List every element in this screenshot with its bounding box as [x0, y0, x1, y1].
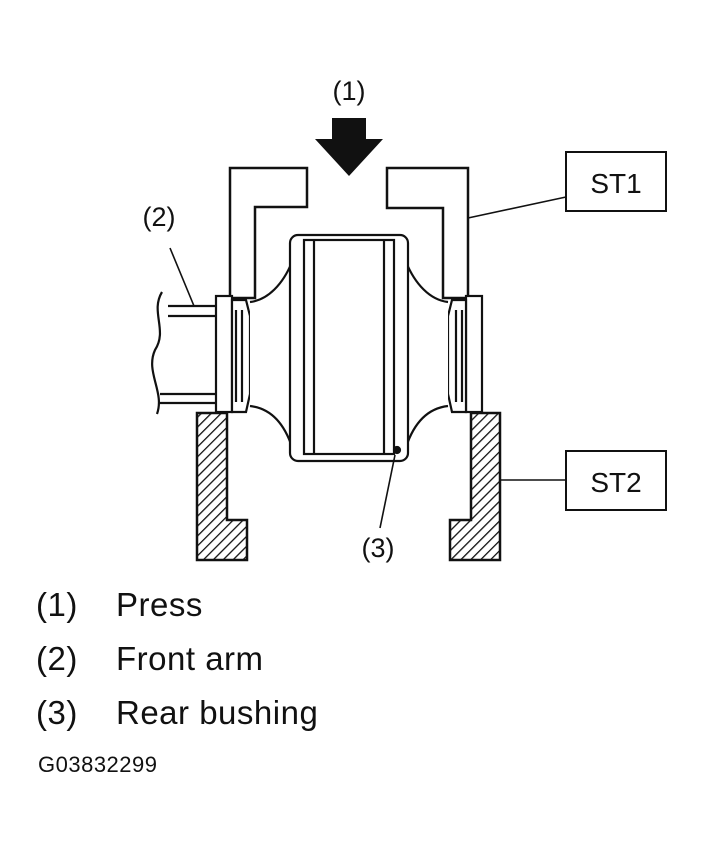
- st2-tool: [195, 411, 502, 562]
- legend-item: (1) Press: [36, 578, 536, 632]
- legend-label: Rear bushing: [116, 694, 319, 731]
- st2-label: ST2: [590, 467, 641, 498]
- legend-number: (1): [36, 586, 78, 623]
- callout-front-arm: (2): [143, 202, 176, 232]
- st1-label-box: [565, 151, 667, 212]
- callout-press: (1): [333, 76, 366, 106]
- st1-label: ST1: [590, 168, 641, 199]
- callout-rear-bushing: (3): [362, 533, 395, 563]
- st2-label-box: [565, 450, 667, 511]
- press-arrow-icon: [315, 118, 383, 176]
- legend-label: Press: [116, 586, 203, 623]
- legend-item: (2) Front arm: [36, 632, 536, 686]
- leader-lines: [169, 196, 567, 529]
- legend-number: (3): [36, 694, 78, 731]
- legend-label: Front arm: [116, 640, 264, 677]
- figure-code: G03832299: [38, 752, 158, 777]
- rear-bushing: [230, 233, 468, 463]
- legend: (1) Press (2) Front arm (3) Rear bushing: [36, 578, 536, 740]
- bushing-press-diagram: (1): [143, 76, 667, 563]
- legend-number: (2): [36, 640, 78, 677]
- legend-item: (3) Rear bushing: [36, 686, 536, 740]
